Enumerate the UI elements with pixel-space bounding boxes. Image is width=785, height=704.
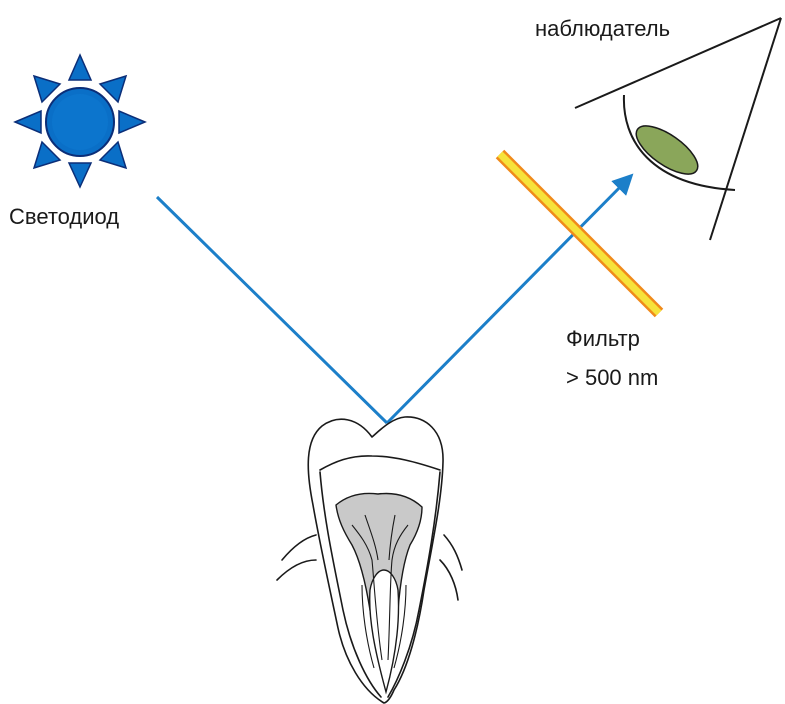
eye-icon	[575, 18, 781, 240]
observer-label: наблюдатель	[535, 16, 670, 41]
filter-bar-icon	[500, 154, 659, 313]
led-label: Светодиод	[9, 204, 119, 229]
filter-label: Фильтр	[566, 326, 640, 351]
sun-icon	[15, 55, 145, 187]
incident-beam	[157, 197, 387, 423]
filter-wavelength-label: > 500 nm	[566, 365, 658, 390]
